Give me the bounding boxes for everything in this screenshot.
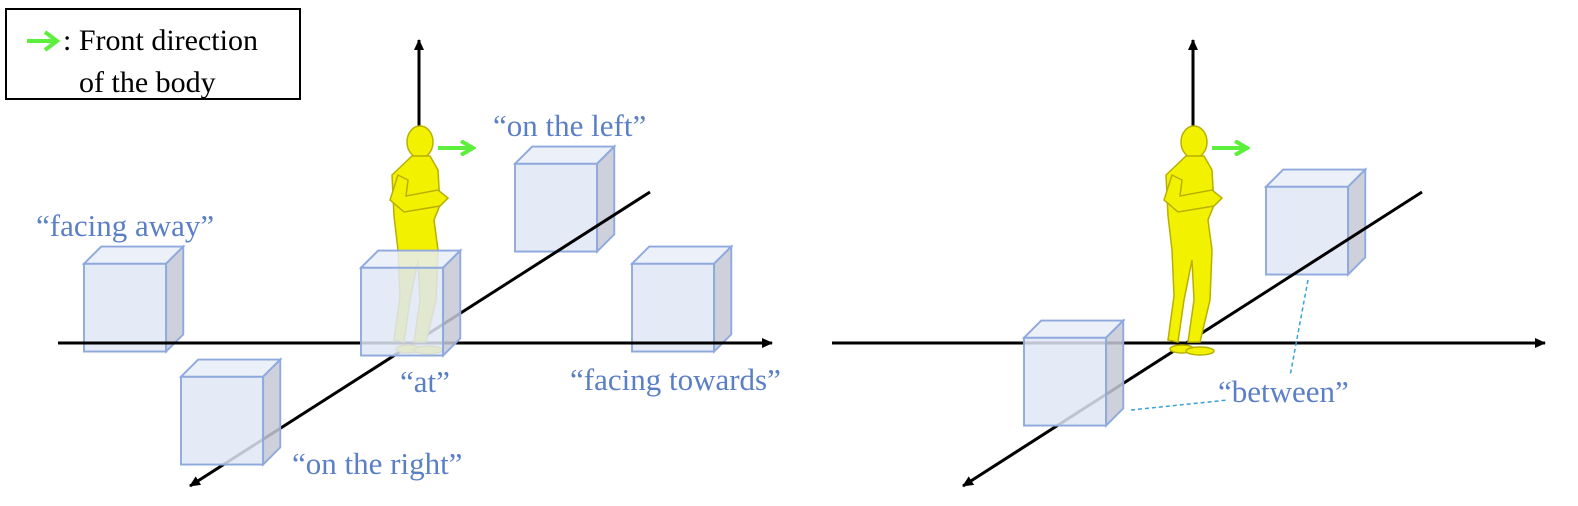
legend-text-1: : Front direction <box>63 24 258 57</box>
label-facing-towards: “facing towards” <box>570 362 781 397</box>
label-on-the-left: “on the left” <box>493 108 647 143</box>
legend-line-1: : Front direction <box>25 24 258 58</box>
label-between: “between” <box>1218 374 1349 409</box>
label-on-the-right: “on the right” <box>292 446 463 481</box>
cube-facing-towards <box>631 245 733 353</box>
cube-facing-away <box>83 245 185 353</box>
legend: : Front direction of the body <box>5 8 301 100</box>
cube-between-near <box>1023 319 1125 427</box>
legend-line-2: of the body <box>79 66 216 99</box>
cube-on-the-left <box>514 145 616 253</box>
cube-at <box>360 249 462 357</box>
green-arrow-icon <box>27 30 61 52</box>
label-facing-away: “facing away” <box>36 208 215 243</box>
left-panel <box>58 39 773 488</box>
between-leader-near <box>1130 399 1229 411</box>
between-leader-far <box>1289 279 1309 377</box>
human-figure-right <box>1163 125 1224 356</box>
cube-on-the-right <box>180 358 282 466</box>
right-panel <box>832 39 1546 488</box>
label-at: “at” <box>400 364 450 399</box>
